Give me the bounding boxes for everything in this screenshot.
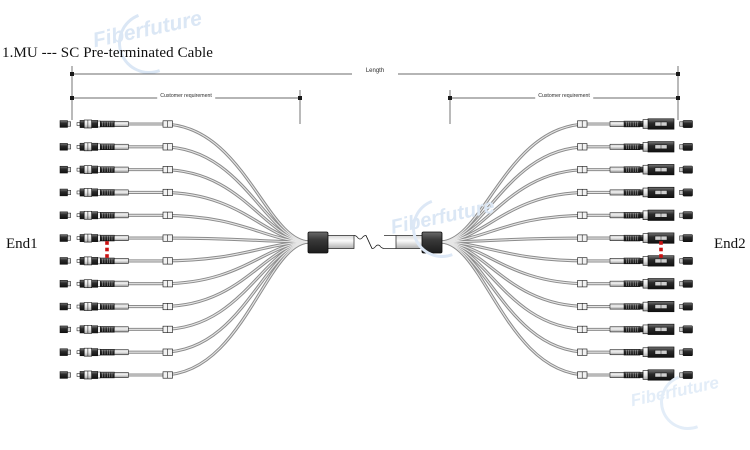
dust-cap (59, 120, 71, 128)
dust-cap (59, 234, 71, 242)
dust-cap (59, 165, 71, 174)
dust-cap (679, 120, 693, 128)
furcation-block (307, 231, 443, 254)
sc-connector (623, 255, 675, 267)
dust-cap (59, 280, 71, 288)
cable-marker (577, 234, 588, 242)
dust-cap (59, 348, 71, 356)
sc-connector (623, 278, 675, 290)
trunk-cable (324, 235, 426, 249)
fiber-leg (126, 240, 312, 286)
sc-connector (623, 323, 675, 335)
sc-connector (623, 209, 675, 221)
dust-cap (679, 165, 693, 174)
cable-marker (162, 143, 173, 151)
dimension-left-label: Customer requirement (157, 93, 215, 99)
cable-marker (162, 188, 173, 196)
mu-connector (76, 302, 115, 311)
dust-cap (59, 325, 71, 334)
sc-connector (623, 346, 675, 358)
ellipsis-dot (659, 241, 663, 245)
cable-marker (162, 257, 173, 265)
cable-marker (577, 371, 588, 379)
dimension-overall-label: Length (362, 68, 388, 74)
ellipsis-right (659, 241, 663, 258)
ellipsis-dot (659, 247, 663, 252)
cable-marker (577, 257, 588, 265)
fiber-leg (438, 190, 624, 244)
cable-marker (577, 188, 588, 196)
dimension-right-label: Customer requirement (535, 93, 593, 99)
mu-connector (76, 256, 115, 266)
cable-marker (162, 371, 173, 379)
fiber-leg (126, 145, 312, 244)
ellipsis-dot (659, 254, 663, 258)
cable-marker (577, 280, 588, 288)
cable-marker (162, 211, 173, 219)
sc-connector (623, 369, 675, 381)
fiber-leg (126, 190, 312, 244)
dust-cap (679, 325, 693, 334)
cable-marker (162, 348, 173, 356)
dust-cap (59, 143, 71, 151)
cable-marker (162, 234, 173, 242)
dust-cap (679, 279, 693, 288)
mu-connector (76, 210, 115, 220)
cable-marker (162, 120, 173, 128)
mu-connector (76, 233, 115, 243)
cable-marker (577, 120, 588, 128)
dust-cap (679, 371, 693, 379)
mu-connector (76, 279, 115, 289)
mu-connector (76, 165, 115, 174)
dust-cap (679, 188, 693, 197)
ellipsis-dot (105, 247, 109, 252)
sc-connector (623, 186, 675, 198)
dust-cap (679, 211, 693, 220)
dust-cap (59, 188, 71, 197)
dust-cap (59, 211, 71, 219)
cable-marker (162, 303, 173, 311)
dust-cap (59, 302, 71, 311)
fiber-leg (438, 145, 624, 244)
sc-connector (623, 164, 675, 176)
fiber-leg (438, 168, 624, 244)
ellipsis-dot (105, 254, 109, 258)
dust-cap (679, 348, 693, 357)
mu-connector (76, 142, 115, 152)
fiber-leg (438, 240, 624, 286)
cable-marker (577, 166, 588, 174)
cable-marker (162, 166, 173, 174)
ellipsis-dot (105, 241, 109, 245)
cable-marker (162, 280, 173, 288)
dust-cap (679, 234, 693, 242)
mu-connector (76, 119, 115, 129)
cable-marker (577, 325, 588, 333)
cable-marker (577, 143, 588, 151)
dust-cap (679, 257, 693, 265)
ellipsis-left (105, 241, 109, 258)
mu-connector (76, 188, 115, 197)
end1-label: End1 (6, 236, 38, 252)
cable-marker (577, 348, 588, 356)
sc-connector (623, 141, 675, 153)
dust-cap (679, 302, 693, 311)
cable-marker (577, 211, 588, 219)
mu-connector (76, 325, 115, 334)
sc-connector (623, 301, 675, 313)
dust-cap (59, 371, 71, 379)
cable-marker (162, 325, 173, 333)
sc-connector (623, 118, 675, 130)
sc-connector (623, 232, 675, 244)
mu-connector (76, 370, 115, 380)
fiber-leg (126, 168, 312, 244)
cable-marker (577, 303, 588, 311)
mu-connector (76, 347, 115, 357)
dust-cap (59, 257, 71, 265)
page-title: 1.MU --- SC Pre-terminated Cable (2, 45, 214, 61)
end2-label: End2 (714, 236, 746, 252)
dust-cap (679, 142, 693, 151)
